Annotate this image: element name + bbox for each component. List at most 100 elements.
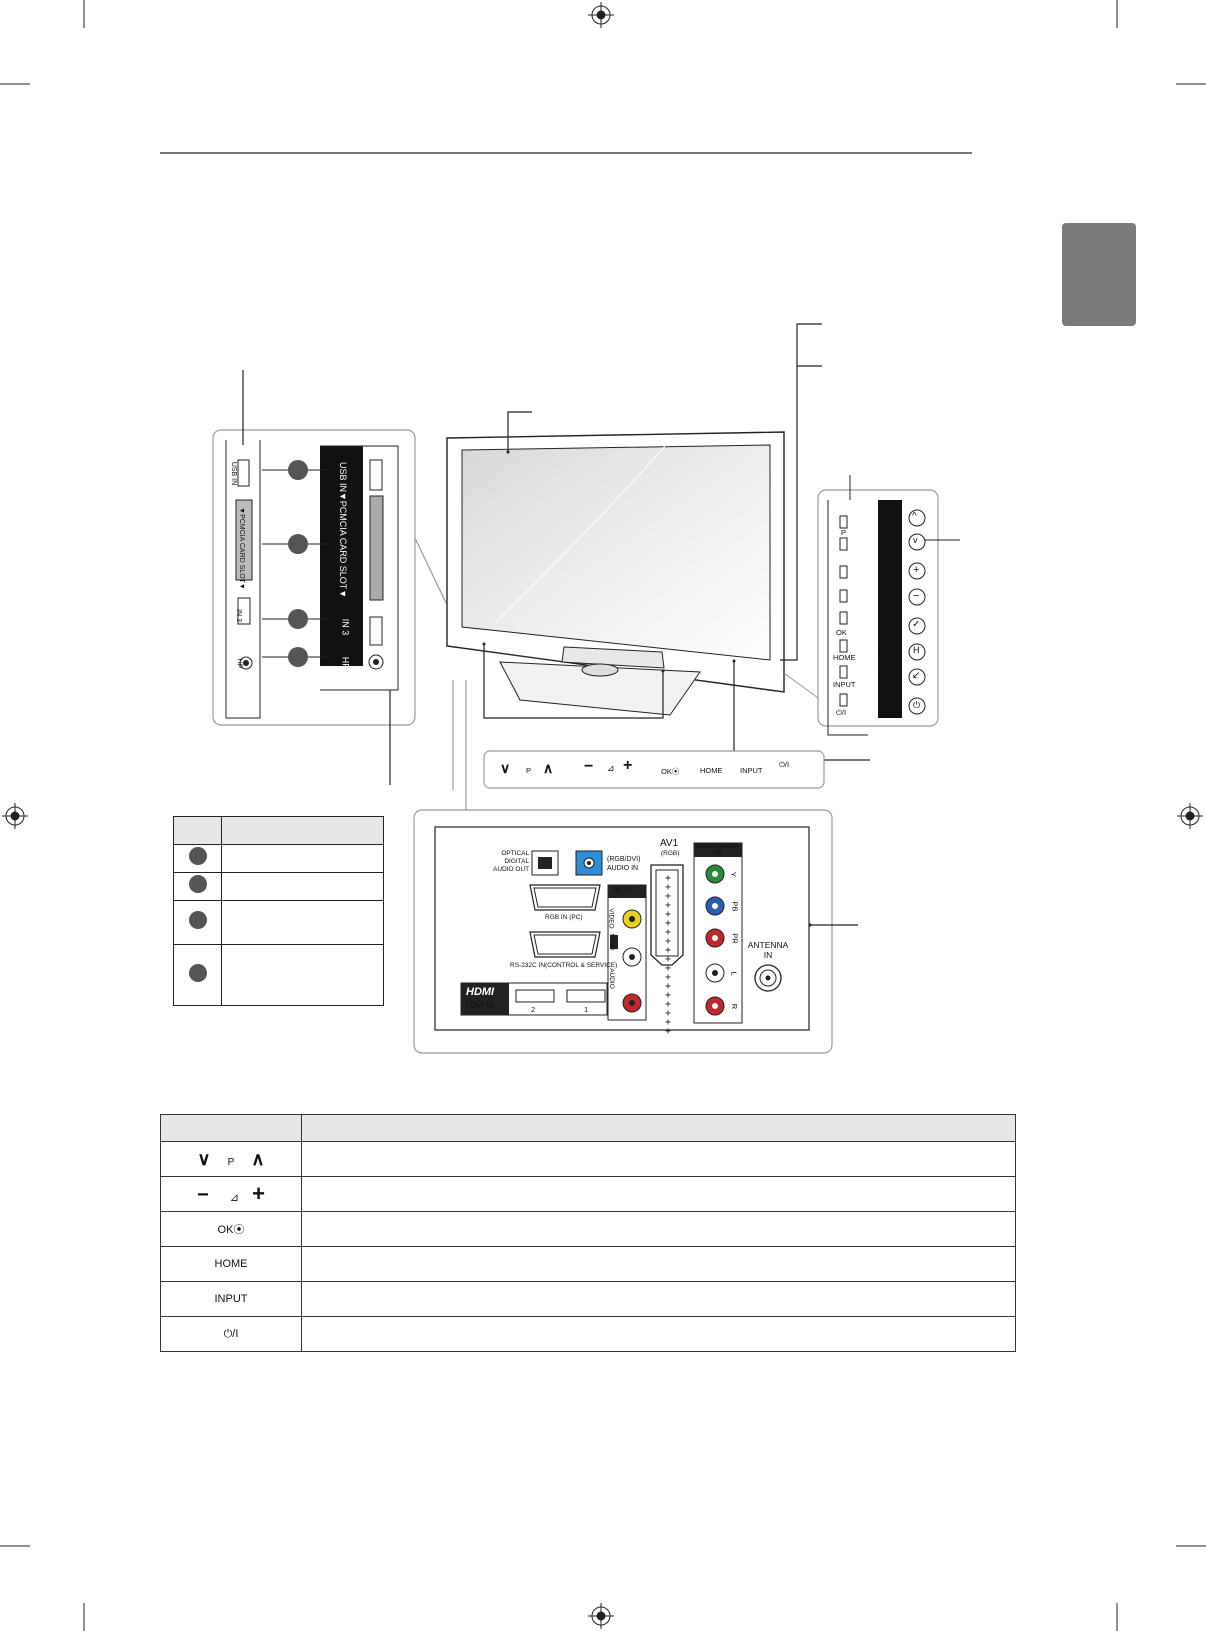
rear-label-dvi-in: / DVI IN (466, 1001, 495, 1010)
side-panel-small (225, 440, 261, 719)
side-label-hdmi-large: IN 3 (340, 618, 351, 636)
input-label: INPUT (160, 1281, 302, 1317)
side-label-usb-large: USB IN (338, 461, 349, 493)
ctl-strip-power: ⏻/I (882, 702, 893, 711)
front-bar-home[interactable]: HOME (700, 766, 723, 775)
ctl-small-input: INPUT (833, 680, 856, 689)
button-table-header (160, 1114, 1016, 1142)
front-bar-plus-icon[interactable]: + (623, 757, 633, 774)
marker-legend-table (173, 816, 384, 1006)
chevron-down-icon[interactable]: v (913, 535, 918, 545)
legend-row-3 (173, 900, 384, 945)
language-tab (1062, 223, 1136, 326)
side-label-usb-small: USB IN (230, 461, 238, 486)
rear-label-port2: 2 (531, 1005, 536, 1014)
rear-label-l: L (729, 971, 739, 976)
rear-label-hdmi-logo: HDMI (466, 986, 495, 998)
ctl-small-power: ⏻/I (836, 708, 847, 717)
side-label-pcmcia-large: ▼PCMCIA CARD SLOT▼ (338, 491, 349, 599)
control-panel-callout (783, 475, 960, 736)
home-icon[interactable]: H (913, 645, 920, 655)
marker-1 (288, 460, 308, 480)
rear-label-y: Y (729, 871, 739, 878)
marker-3 (288, 609, 308, 629)
legend-marker-1 (188, 847, 207, 865)
legend-marker-4 (188, 963, 207, 982)
rear-label-r: R (730, 1003, 740, 1010)
legend-row-2 (173, 872, 384, 901)
front-bar-p: P (526, 766, 532, 775)
front-bar-down-icon[interactable]: ∨ (500, 760, 511, 776)
registration-target-top (588, 2, 614, 28)
registration-target-right (1177, 803, 1203, 829)
rear-label-rgb-in-pc: RGB IN (PC) (545, 914, 583, 921)
rear-label-antenna: ANTENNA IN (747, 940, 789, 960)
input-arrow-icon[interactable]: ↙ (912, 670, 921, 681)
button-row-input: INPUT (160, 1281, 1016, 1317)
side-label-hdmi-small: IN 3 (234, 609, 242, 622)
rear-label-audio: AUDIO (607, 968, 615, 989)
chevron-up-icon[interactable]: ^ (912, 511, 917, 522)
plus-icon: + (252, 1181, 265, 1206)
front-bar-ok[interactable]: OK⦿ (661, 767, 680, 776)
front-control-bar (483, 750, 825, 789)
button-row-volume: − ⊿ + (160, 1176, 1016, 1212)
side-panel-callout (212, 429, 416, 726)
ctl-strip-input: INPUT (879, 673, 902, 682)
ctl-strip-plus: + (886, 565, 892, 576)
legend-row-4 (173, 944, 384, 1006)
rear-label-port1: 1 (584, 1005, 589, 1014)
legend-row-1 (173, 844, 384, 873)
rear-label-av1: AV1 (660, 838, 679, 849)
ctl-small-ok: OK (836, 628, 847, 637)
power-label: ⏻/I (160, 1316, 302, 1352)
side-label-pcmcia-small: ▼PCMCIA CARD SLOT▼ (237, 507, 245, 590)
front-bar-input[interactable]: INPUT (740, 766, 763, 775)
rear-label-av-in2: AV IN 2 (613, 887, 637, 894)
legend-marker-3 (188, 911, 207, 929)
ctl-strip-p: P (888, 524, 894, 533)
legend-marker-2 (188, 875, 207, 893)
side-panel-large (320, 445, 399, 691)
plus-icon[interactable]: + (913, 564, 920, 576)
rear-label-optical: OPTICAL DIGITAL AUDIO OUT (493, 850, 530, 873)
ok-label: OK⦿ (160, 1211, 302, 1247)
volume-icon: ⊿ (229, 1192, 240, 1204)
side-number-markers (262, 469, 330, 658)
button-row-program: ∨ P ∧ (160, 1141, 1016, 1177)
chevron-up-icon: ∧ (251, 1148, 265, 1169)
ctl-strip-home: HOME (879, 648, 902, 657)
legend-header (173, 816, 384, 845)
marker-2 (288, 534, 308, 554)
front-bar-up-icon[interactable]: ∧ (543, 760, 554, 776)
minus-icon[interactable]: − (913, 590, 920, 602)
check-icon[interactable]: ✓ (912, 619, 921, 630)
front-bar-volume-icon: ⊿ (607, 763, 615, 773)
scart-pins: + ++ ++ ++ ++ ++ ++ ++ ++ + (664, 873, 672, 1037)
minus-icon: − (197, 1184, 209, 1206)
rear-label-rs232: RS-232C IN(CONTROL & SERVICE) (510, 962, 618, 969)
side-label-hp-large: HP (340, 656, 351, 670)
rear-label-pb: PB (730, 901, 740, 912)
ctl-strip-ok: OK (884, 622, 895, 631)
marker-4 (288, 647, 308, 667)
button-row-power: ⏻/I (160, 1316, 1016, 1352)
front-bar-power[interactable]: ⏻/I (779, 760, 790, 769)
button-row-ok: OK⦿ (160, 1211, 1016, 1247)
button-row-home: HOME (160, 1246, 1016, 1282)
rear-label-pr: PR (730, 933, 740, 944)
button-table: ∨ P ∧ − ⊿ + OK⦿ HOME INPUT ⏻/I (160, 1114, 1016, 1352)
registration-target-left (2, 803, 28, 829)
rear-panel-callout (413, 809, 858, 1054)
ctl-small-p: P (841, 528, 847, 537)
chevron-down-icon: ∨ (197, 1148, 211, 1169)
power-icon[interactable]: ⏻ (913, 700, 921, 710)
ctl-strip-up: ^ (886, 506, 891, 516)
program-label: P (227, 1156, 235, 1168)
front-bar-minus-icon[interactable]: − (584, 758, 594, 775)
tv-front-view (446, 431, 785, 716)
rear-label-av1-sub: (RGB) (661, 850, 680, 857)
registration-target-bottom (588, 1603, 614, 1629)
